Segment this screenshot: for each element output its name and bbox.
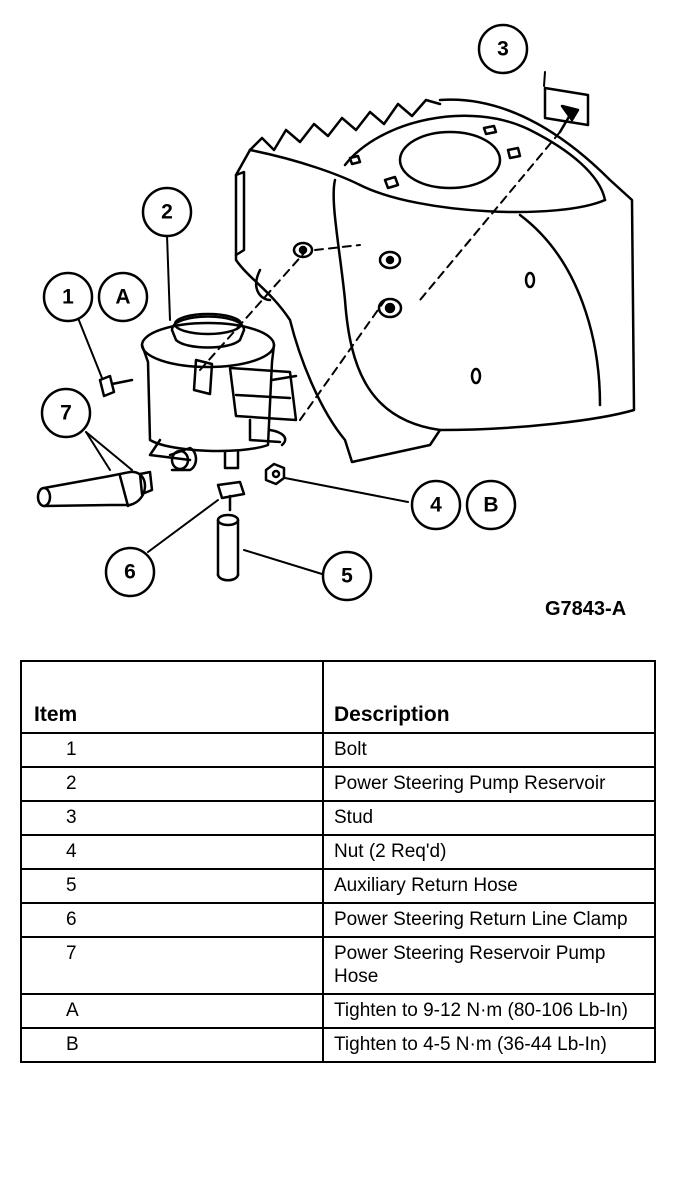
callout-6-circle (104, 546, 156, 598)
item-cell: 2 (20, 766, 324, 802)
item-cell: B (20, 1027, 324, 1063)
callout-5-circle (321, 550, 373, 602)
callout-4-circle (410, 479, 462, 531)
description-cell: Power Steering Return Line Clamp (322, 902, 656, 938)
item-cell: 7 (20, 936, 324, 995)
description-column-header: Description (322, 660, 656, 734)
callout-a-circle (97, 271, 149, 323)
item-cell: 5 (20, 868, 324, 904)
return-line-clamp (216, 480, 246, 512)
stud-bracket (543, 86, 590, 134)
description-cell: Tighten to 4-5 N·m (36-44 Lb-In) (322, 1027, 656, 1063)
callout-2-label: 2 (161, 201, 173, 224)
exploded-view-illustration: 3 2 1 A 7 4 B 6 5 (36, 23, 636, 602)
callout-3-circle (477, 23, 529, 75)
item-cell: 1 (20, 732, 324, 768)
auxiliary-hose (216, 513, 240, 582)
description-cell: Auxiliary Return Hose (322, 868, 656, 904)
description-cell: Power Steering Pump Reservoir (322, 766, 656, 802)
leader-lines (77, 71, 546, 575)
reservoir-body (140, 312, 298, 470)
callout-b-circle (465, 479, 517, 531)
mounting-grommets (292, 241, 403, 319)
item-cell: 4 (20, 834, 324, 870)
callout-7-circle (40, 387, 92, 439)
item-cell: 6 (20, 902, 324, 938)
table-header-row: Item Description (20, 660, 656, 734)
item-cell: 3 (20, 800, 324, 836)
description-cell: Tighten to 9-12 N·m (80-106 Lb-In) (322, 993, 656, 1029)
item-cell: A (20, 993, 324, 1029)
description-cell: Power Steering Reservoir Pump Hose (322, 936, 656, 995)
nut (264, 462, 286, 486)
callout-7-label: 7 (60, 402, 72, 425)
figure-code: G7843-A (545, 598, 627, 620)
callout-3-label: 3 (497, 38, 509, 61)
callout-a-label: A (115, 286, 130, 309)
pump-hose (36, 446, 198, 508)
bolt (98, 374, 134, 398)
callout-1-label: 1 (62, 286, 74, 309)
callout-b-label: B (483, 494, 498, 517)
item-column-header: Item (20, 660, 324, 734)
description-cell: Bolt (322, 732, 656, 768)
callout-6-label: 6 (124, 561, 136, 584)
description-cell: Stud (322, 800, 656, 836)
description-cell: Nut (2 Req'd) (322, 834, 656, 870)
callout-1-circle (42, 271, 94, 323)
callout-2-circle (141, 186, 193, 238)
callout-4-label: 4 (430, 494, 442, 517)
fender-apron-panel (234, 98, 636, 464)
callout-5-label: 5 (341, 565, 353, 588)
